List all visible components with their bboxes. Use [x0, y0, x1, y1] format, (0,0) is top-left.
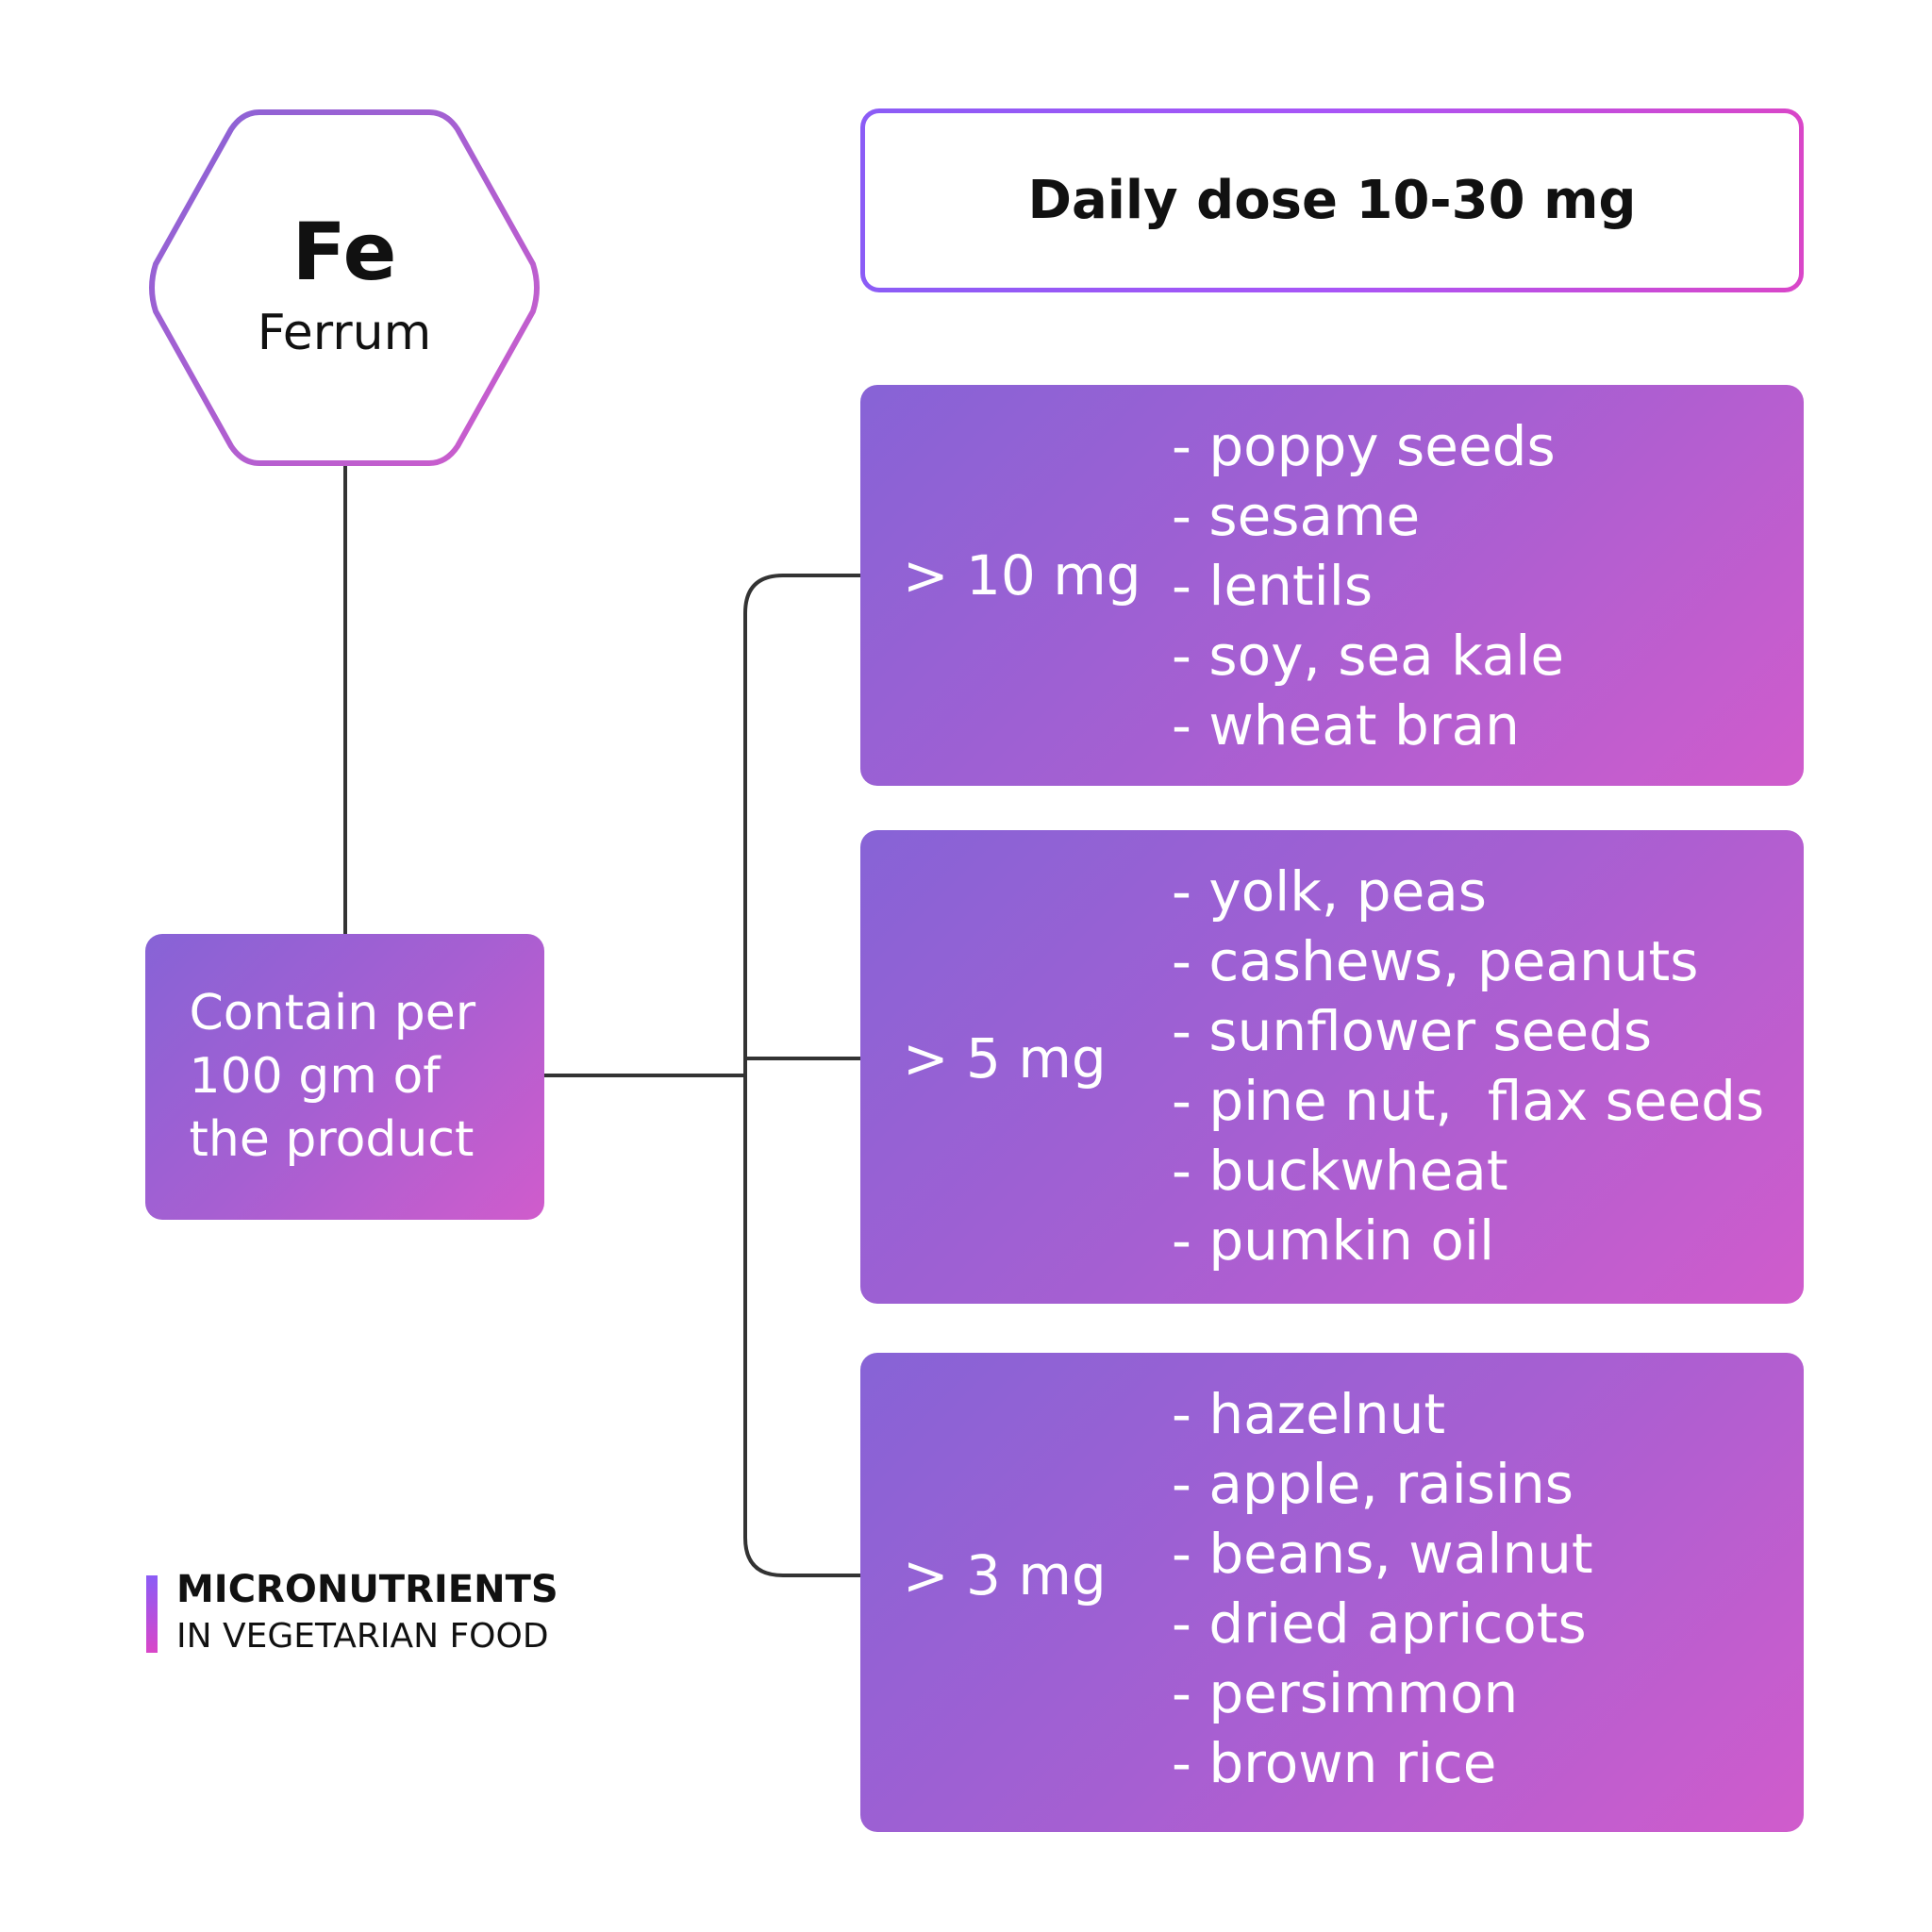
daily-dose-box: Daily dose 10-30 mg [860, 108, 1804, 292]
group-threshold: > 10 mg [903, 543, 1141, 608]
group-box-3mg: > 3 mg - hazelnut - apple, raisins - bea… [860, 1353, 1804, 1832]
list-item: - persimmon [1172, 1661, 1519, 1725]
list-item: - yolk, peas [1172, 859, 1488, 924]
list-item: - cashews, peanuts [1172, 929, 1699, 993]
list-item: - wheat bran [1172, 693, 1520, 758]
list-item: - brown rice [1172, 1731, 1497, 1795]
list-item: - soy, sea kale [1172, 624, 1565, 688]
list-item: - beans, walnut [1172, 1522, 1593, 1586]
list-item: - sesame [1172, 484, 1421, 548]
contain-per-label: Contain per 100 gm of the product [189, 985, 476, 1168]
group-items-list: - poppy seeds - sesame - lentils - soy, … [1172, 411, 1564, 760]
list-item: - poppy seeds [1172, 414, 1556, 478]
group-box-5mg: > 5 mg - yolk, peas - cashews, peanuts -… [860, 830, 1804, 1304]
list-item: - lentils [1172, 554, 1374, 618]
hexagon-outline [149, 109, 540, 466]
group-threshold: > 3 mg [903, 1543, 1107, 1607]
list-item: - buckwheat [1172, 1139, 1508, 1203]
group-items-list: - yolk, peas - cashews, peanuts - sunflo… [1172, 857, 1764, 1275]
element-symbol: Fe [291, 206, 397, 298]
element-name: Ferrum [257, 305, 432, 361]
group-threshold: > 5 mg [903, 1026, 1107, 1091]
footer-subtitle: IN VEGETARIAN FOOD [176, 1617, 549, 1656]
footer-accent-bar [146, 1575, 158, 1653]
list-item: - dried apricots [1172, 1591, 1587, 1656]
list-item: - apple, raisins [1172, 1452, 1574, 1516]
contain-per-box: Contain per 100 gm of the product [145, 934, 544, 1220]
daily-dose-text: Daily dose 10-30 mg [1027, 170, 1637, 231]
list-item: - pumkin oil [1172, 1208, 1495, 1273]
list-item: - hazelnut [1172, 1382, 1446, 1446]
footer-title: MICRONUTRIENTS [176, 1568, 558, 1611]
group-box-10mg: > 10 mg - poppy seeds - sesame - lentils… [860, 385, 1804, 786]
list-item: - sunflower seeds [1172, 999, 1653, 1063]
list-item: - pine nut, flax seeds [1172, 1069, 1765, 1133]
bracket-line [743, 574, 862, 1577]
element-hexagon: Fe Ferrum [146, 108, 542, 467]
group-items-list: - hazelnut - apple, raisins - beans, wal… [1172, 1379, 1593, 1798]
